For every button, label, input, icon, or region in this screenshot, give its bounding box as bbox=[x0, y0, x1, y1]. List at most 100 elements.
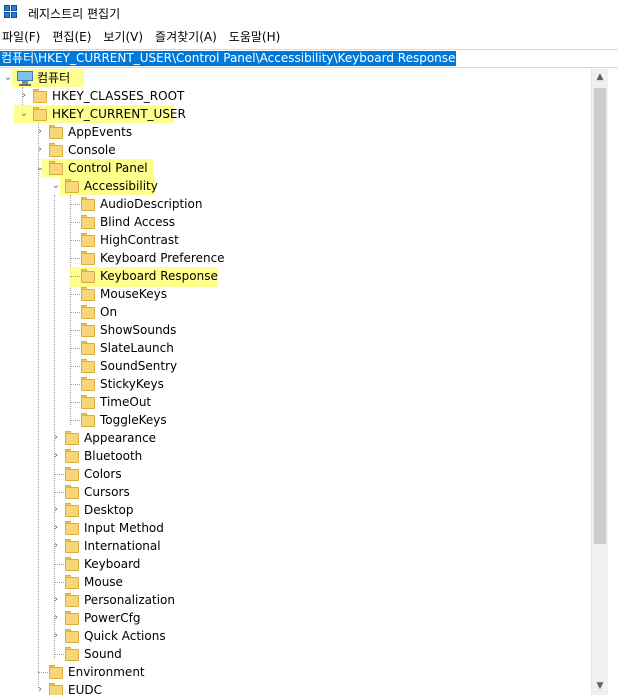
tree-node-label: HighContrast bbox=[100, 233, 179, 247]
computer-icon bbox=[16, 70, 34, 86]
tree-node-colors[interactable]: Colors bbox=[0, 465, 591, 483]
tree-node-appearance[interactable]: › Appearance bbox=[0, 429, 591, 447]
tree-node-soundsentry[interactable]: SoundSentry bbox=[0, 357, 591, 375]
folder-icon bbox=[64, 628, 80, 644]
tree-node-label: SoundSentry bbox=[100, 359, 178, 373]
tree-node-computer[interactable]: ⌄ 컴퓨터 bbox=[0, 69, 591, 87]
tree-node-label: Console bbox=[68, 143, 116, 157]
menu-help[interactable]: 도움말(H) bbox=[228, 30, 281, 44]
address-path[interactable]: 컴퓨터\HKEY_CURRENT_USER\Control Panel\Acce… bbox=[0, 51, 457, 66]
tree-node-desktop[interactable]: › Desktop bbox=[0, 501, 591, 519]
menu-edit[interactable]: 편집(E) bbox=[52, 30, 92, 44]
expand-chevron-icon[interactable]: › bbox=[54, 522, 58, 533]
address-bar[interactable]: 컴퓨터\HKEY_CURRENT_USER\Control Panel\Acce… bbox=[0, 49, 618, 68]
tree-node-appevents[interactable]: › AppEvents bbox=[0, 123, 591, 141]
menu-file[interactable]: 파일(F) bbox=[2, 30, 41, 44]
tree-node-timeout[interactable]: TimeOut bbox=[0, 393, 591, 411]
tree-node-audiodescription[interactable]: AudioDescription bbox=[0, 195, 591, 213]
tree-node-label: Environment bbox=[68, 665, 145, 679]
tree-node-blind-access[interactable]: Blind Access bbox=[0, 213, 591, 231]
tree-node-keyboard[interactable]: Keyboard bbox=[0, 555, 591, 573]
vertical-scrollbar[interactable]: ▲ ▼ bbox=[591, 69, 608, 695]
folder-icon bbox=[80, 394, 96, 410]
tree-node-bluetooth[interactable]: › Bluetooth bbox=[0, 447, 591, 465]
tree-node-highcontrast[interactable]: HighContrast bbox=[0, 231, 591, 249]
folder-icon bbox=[64, 646, 80, 662]
tree-node-slatelaunch[interactable]: SlateLaunch bbox=[0, 339, 591, 357]
folder-icon bbox=[48, 664, 64, 680]
tree-node-label: HKEY_CLASSES_ROOT bbox=[52, 89, 185, 103]
tree-node-console[interactable]: › Console bbox=[0, 141, 591, 159]
expand-chevron-icon[interactable]: › bbox=[54, 612, 58, 623]
folder-icon bbox=[64, 592, 80, 608]
scroll-up-arrow-icon[interactable]: ▲ bbox=[596, 72, 604, 82]
tree-node-label: Desktop bbox=[84, 503, 134, 517]
folder-icon bbox=[48, 142, 64, 158]
tree-node-label: On bbox=[100, 305, 118, 319]
tree-node-eudc[interactable]: › EUDC bbox=[0, 681, 591, 695]
tree-node-cursors[interactable]: Cursors bbox=[0, 483, 591, 501]
tree-node-label: Bluetooth bbox=[84, 449, 143, 463]
folder-icon bbox=[48, 682, 64, 695]
folder-icon bbox=[64, 520, 80, 536]
folder-icon bbox=[80, 376, 96, 392]
tree-node-international[interactable]: › International bbox=[0, 537, 591, 555]
tree-node-mouse[interactable]: Mouse bbox=[0, 573, 591, 591]
registry-tree[interactable]: ⌄ 컴퓨터 › HKEY_CLASSES_ROOT ⌄ HKEY_CURRENT… bbox=[0, 69, 591, 695]
folder-icon bbox=[80, 196, 96, 212]
expand-chevron-icon[interactable]: › bbox=[54, 540, 58, 551]
expand-chevron-icon[interactable]: › bbox=[54, 450, 58, 461]
tree-node-label: PowerCfg bbox=[84, 611, 141, 625]
scrollbar-thumb[interactable] bbox=[594, 88, 606, 544]
tree-node-input-method[interactable]: › Input Method bbox=[0, 519, 591, 537]
tree-node-keyboard-response[interactable]: Keyboard Response bbox=[0, 267, 591, 285]
tree-node-mousekeys[interactable]: MouseKeys bbox=[0, 285, 591, 303]
tree-node-label: Quick Actions bbox=[84, 629, 166, 643]
tree-node-hkcu[interactable]: ⌄ HKEY_CURRENT_USER bbox=[0, 105, 591, 123]
menu-view[interactable]: 보기(V) bbox=[103, 30, 144, 44]
tree-node-on[interactable]: On bbox=[0, 303, 591, 321]
collapse-chevron-icon[interactable]: ⌄ bbox=[3, 72, 13, 83]
expand-chevron-icon[interactable]: › bbox=[54, 594, 58, 605]
folder-icon bbox=[80, 286, 96, 302]
tree-node-label: Appearance bbox=[84, 431, 157, 445]
tree-node-sound[interactable]: Sound bbox=[0, 645, 591, 663]
tree-node-control-panel[interactable]: ⌄ Control Panel bbox=[0, 159, 591, 177]
tree-node-label: Blind Access bbox=[100, 215, 176, 229]
tree-node-hkcr[interactable]: › HKEY_CLASSES_ROOT bbox=[0, 87, 591, 105]
folder-open-icon bbox=[48, 160, 64, 176]
tree-node-label: AppEvents bbox=[68, 125, 133, 139]
expand-chevron-icon[interactable]: › bbox=[54, 630, 58, 641]
registry-cubes-icon bbox=[4, 5, 20, 21]
folder-icon bbox=[80, 304, 96, 320]
expand-chevron-icon[interactable]: › bbox=[54, 432, 58, 443]
title-bar: 레지스트리 편집기 bbox=[0, 0, 618, 26]
scroll-down-arrow-icon[interactable]: ▼ bbox=[596, 681, 604, 691]
tree-node-label: Personalization bbox=[84, 593, 175, 607]
tree-node-environment[interactable]: Environment bbox=[0, 663, 591, 681]
expand-chevron-icon[interactable]: › bbox=[38, 144, 42, 155]
tree-node-label: SlateLaunch bbox=[100, 341, 174, 355]
tree-node-keyboard-preference[interactable]: Keyboard Preference bbox=[0, 249, 591, 267]
collapse-chevron-icon[interactable]: ⌄ bbox=[19, 108, 29, 119]
tree-node-showsounds[interactable]: ShowSounds bbox=[0, 321, 591, 339]
tree-node-label: Input Method bbox=[84, 521, 164, 535]
tree-node-accessibility[interactable]: ⌄ Accessibility bbox=[0, 177, 591, 195]
expand-chevron-icon[interactable]: › bbox=[22, 90, 26, 101]
folder-icon bbox=[80, 340, 96, 356]
tree-node-label: Sound bbox=[84, 647, 122, 661]
expand-chevron-icon[interactable]: › bbox=[38, 126, 42, 137]
collapse-chevron-icon[interactable]: ⌄ bbox=[51, 180, 61, 191]
expand-chevron-icon[interactable]: › bbox=[54, 504, 58, 515]
tree-node-stickykeys[interactable]: StickyKeys bbox=[0, 375, 591, 393]
folder-icon bbox=[64, 538, 80, 554]
collapse-chevron-icon[interactable]: ⌄ bbox=[35, 162, 45, 173]
tree-node-quick-actions[interactable]: › Quick Actions bbox=[0, 627, 591, 645]
tree-node-personalization[interactable]: › Personalization bbox=[0, 591, 591, 609]
tree-node-label: EUDC bbox=[68, 683, 102, 695]
menu-favorites[interactable]: 즐겨찾기(A) bbox=[155, 30, 217, 44]
tree-node-powercfg[interactable]: › PowerCfg bbox=[0, 609, 591, 627]
tree-node-label: Accessibility bbox=[84, 179, 158, 193]
tree-node-togglekeys[interactable]: ToggleKeys bbox=[0, 411, 591, 429]
expand-chevron-icon[interactable]: › bbox=[38, 684, 42, 695]
